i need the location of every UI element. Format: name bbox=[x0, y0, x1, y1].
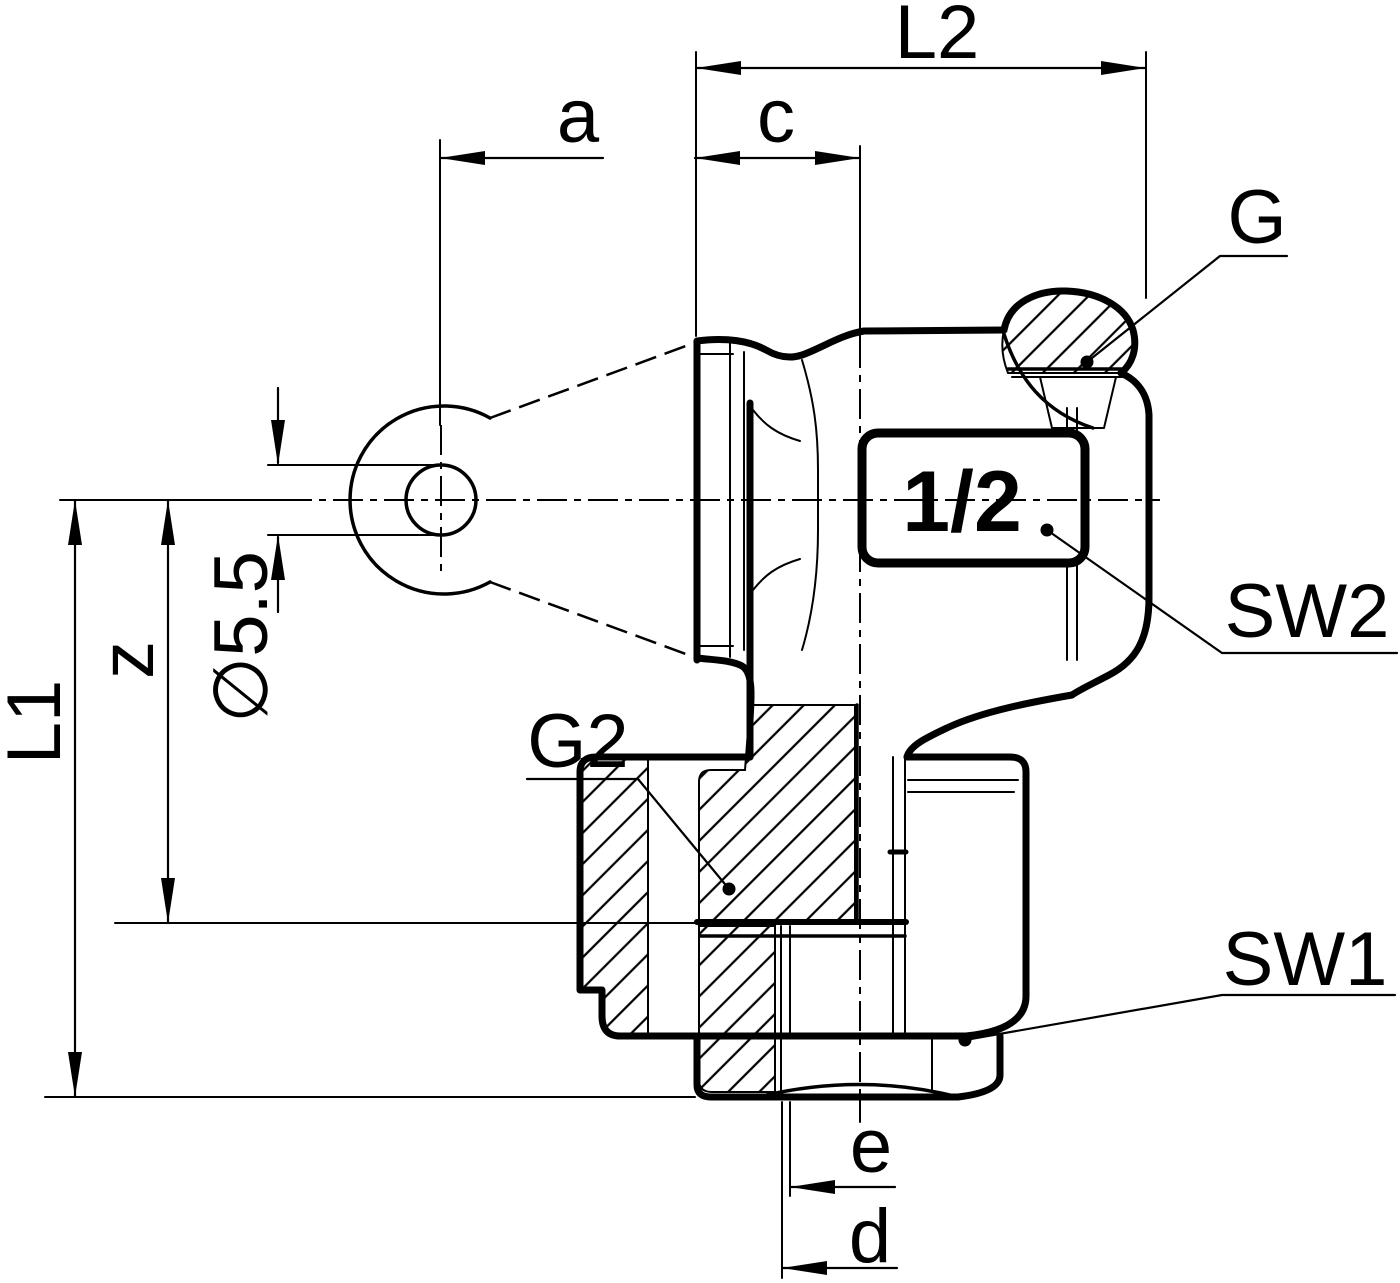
thread-label-g2: G2 bbox=[527, 699, 628, 784]
dimension-label-e: e bbox=[850, 1104, 892, 1189]
leader-g2 bbox=[525, 777, 736, 896]
dimension-graphics bbox=[44, 51, 1399, 1279]
leader-sw2 bbox=[1040, 523, 1399, 655]
fitting-body: 1/2 bbox=[576, 287, 1153, 1101]
thread-label-g: G bbox=[1227, 175, 1286, 260]
dimension-label-hole-diameter: ∅5.5 bbox=[199, 551, 284, 723]
leader-sw1 bbox=[958, 993, 1397, 1047]
dimension-label-l2: L2 bbox=[895, 0, 980, 75]
section-hatch-lower-column bbox=[698, 925, 776, 1093]
dimension-label-l1: L1 bbox=[0, 680, 77, 765]
dimension-label-z: z bbox=[85, 641, 170, 679]
projection-line-lower bbox=[489, 580, 695, 659]
dimension-label-c: c bbox=[757, 74, 795, 159]
projection-line-upper bbox=[489, 341, 695, 420]
dimension-label-a: a bbox=[557, 74, 600, 159]
wrench-label-sw1: SW1 bbox=[1223, 917, 1388, 1002]
section-hatch-body-neck bbox=[698, 704, 856, 921]
lug-outer-arc bbox=[348, 404, 492, 596]
dimension-label-d: d bbox=[849, 1194, 891, 1279]
leader-g bbox=[1080, 254, 1289, 369]
mounting-lug bbox=[267, 404, 492, 596]
port-size-marking: 1/2 bbox=[902, 454, 1022, 550]
port-marking-box bbox=[857, 428, 1090, 568]
wrench-label-sw2: SW2 bbox=[1225, 569, 1390, 654]
